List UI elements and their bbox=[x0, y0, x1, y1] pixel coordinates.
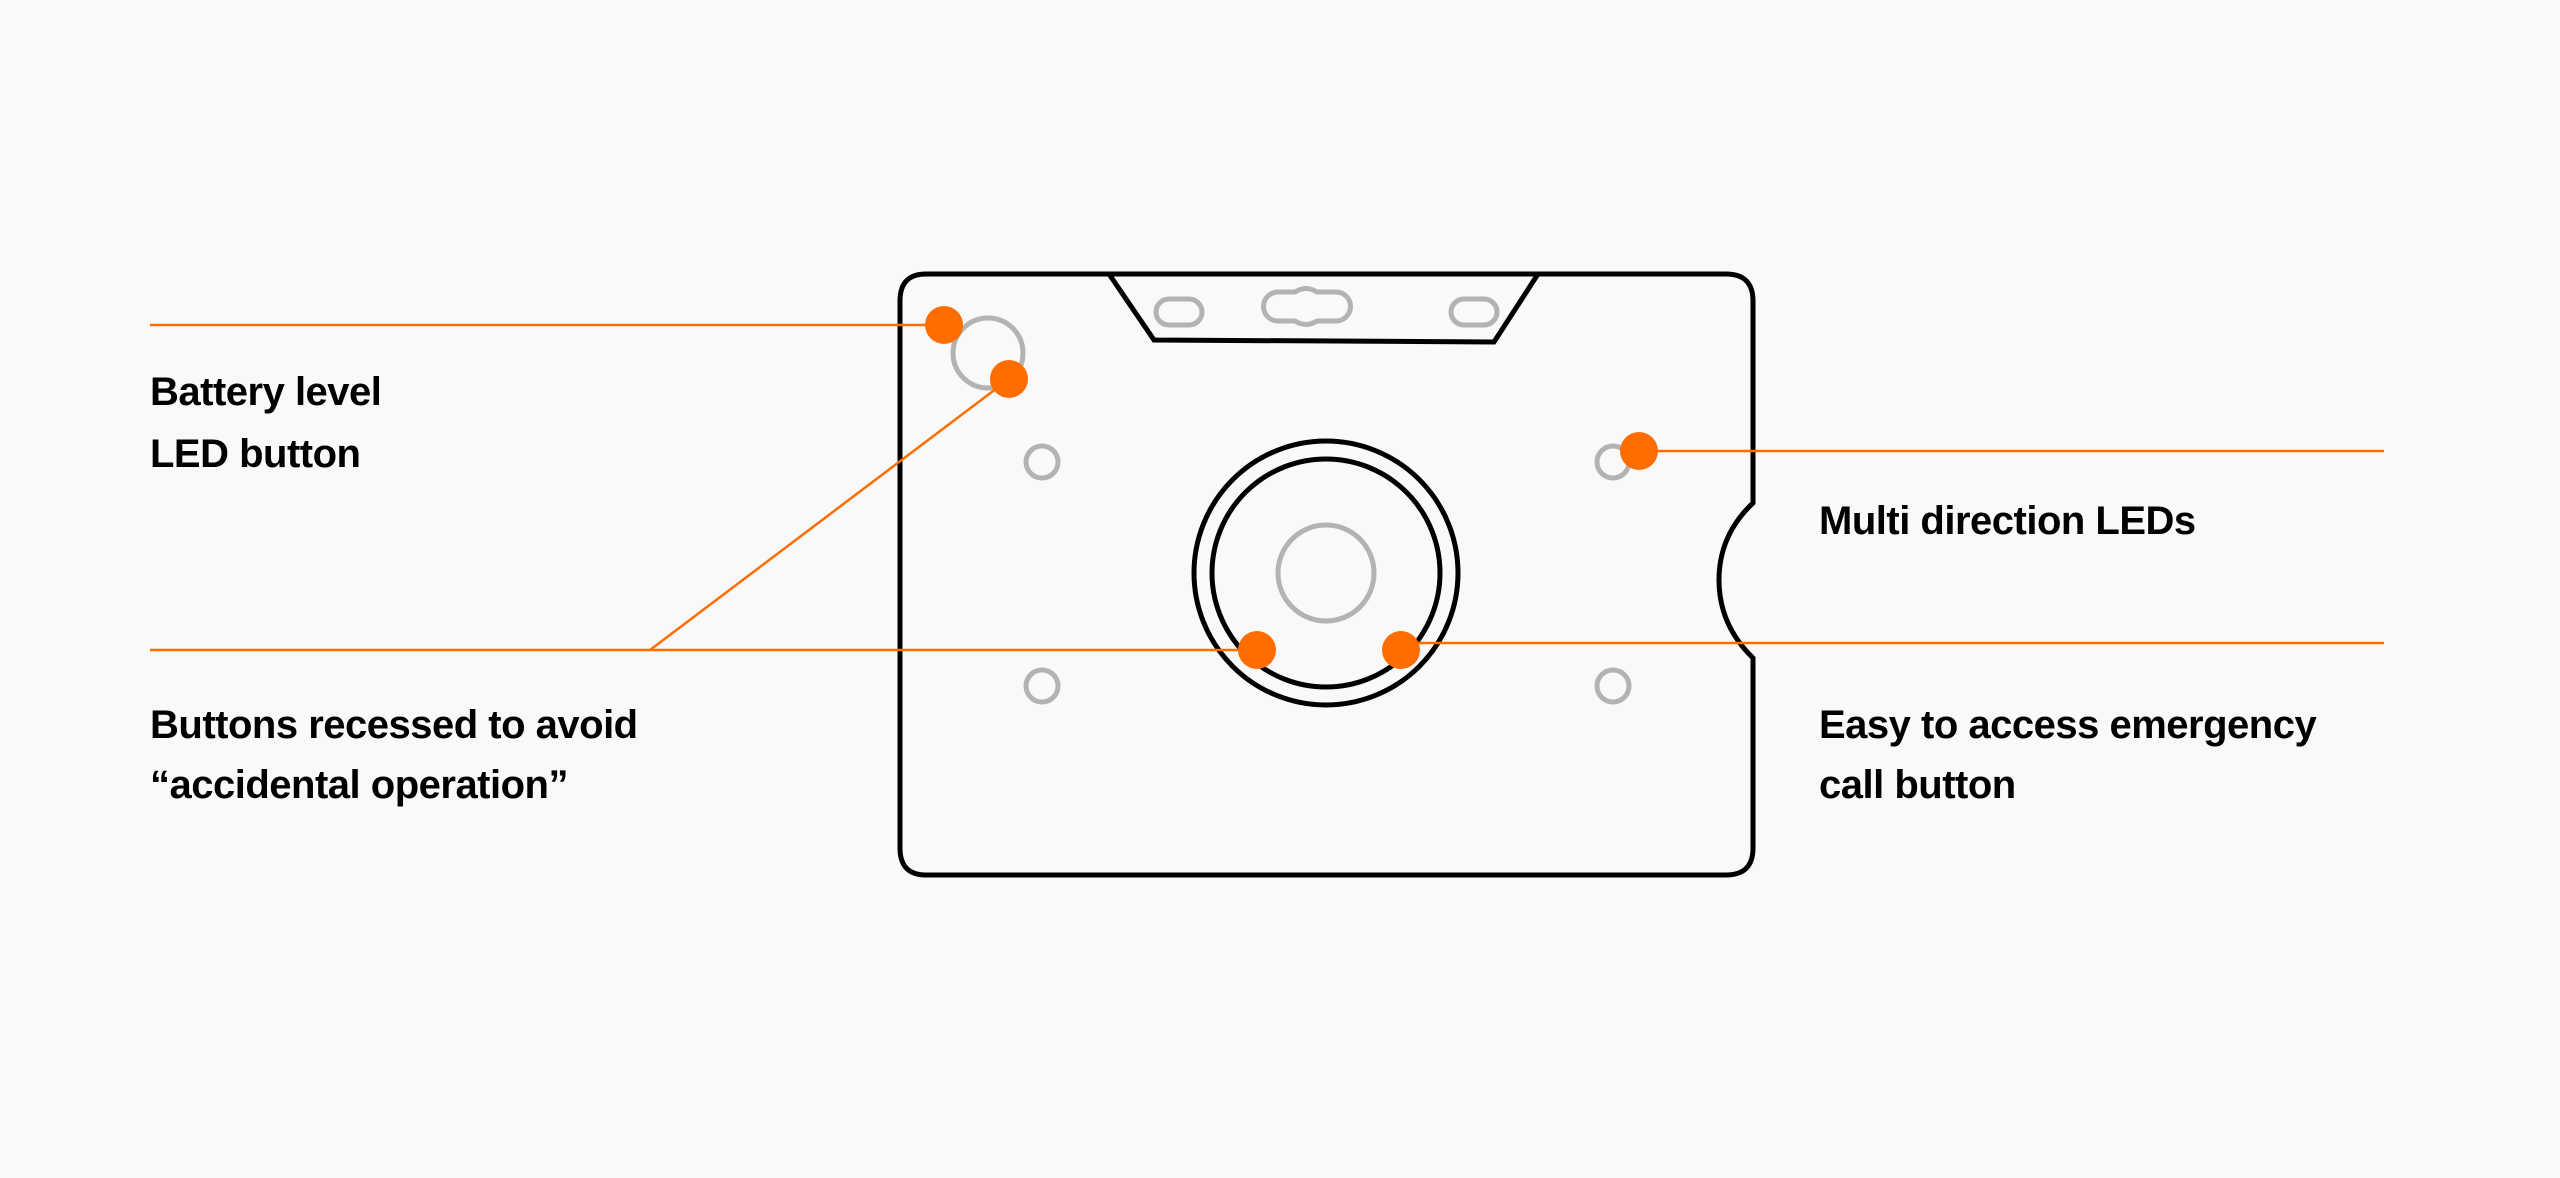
led-bottom-right bbox=[1594, 667, 1632, 705]
emergency-button-inner-ring bbox=[1209, 456, 1443, 690]
marker-dot-emergency bbox=[1382, 631, 1420, 669]
label-battery-line1: Battery level bbox=[150, 370, 381, 414]
clip-slot-center bbox=[1261, 286, 1353, 327]
label-battery-line2: LED button bbox=[150, 432, 361, 476]
device-body bbox=[897, 271, 1756, 878]
led-bottom-left bbox=[1023, 667, 1061, 705]
top-clip-recess bbox=[1106, 272, 1541, 345]
marker-dot-battery bbox=[925, 306, 963, 344]
clip-slot-left bbox=[1153, 296, 1205, 328]
marker-dot-recessed-led bbox=[990, 360, 1028, 398]
marker-dot-recessed-call bbox=[1238, 631, 1276, 669]
label-emergency-line2: call button bbox=[1819, 763, 2016, 807]
clip-slot-right bbox=[1448, 296, 1500, 328]
leader-line-recessed-diagonal bbox=[649, 378, 1010, 651]
label-emergency-line1: Easy to access emergency bbox=[1819, 703, 2317, 747]
marker-dot-leds bbox=[1620, 432, 1658, 470]
battery-led-button bbox=[950, 315, 1026, 391]
led-top-left bbox=[1023, 443, 1061, 481]
emergency-button-center bbox=[1275, 522, 1377, 624]
label-recessed-line1: Buttons recessed to avoid bbox=[150, 703, 638, 747]
label-leds: Multi direction LEDs bbox=[1819, 499, 2196, 543]
label-recessed-line2: “accidental operation” bbox=[150, 763, 568, 807]
emergency-button-outer-ring bbox=[1191, 438, 1461, 708]
